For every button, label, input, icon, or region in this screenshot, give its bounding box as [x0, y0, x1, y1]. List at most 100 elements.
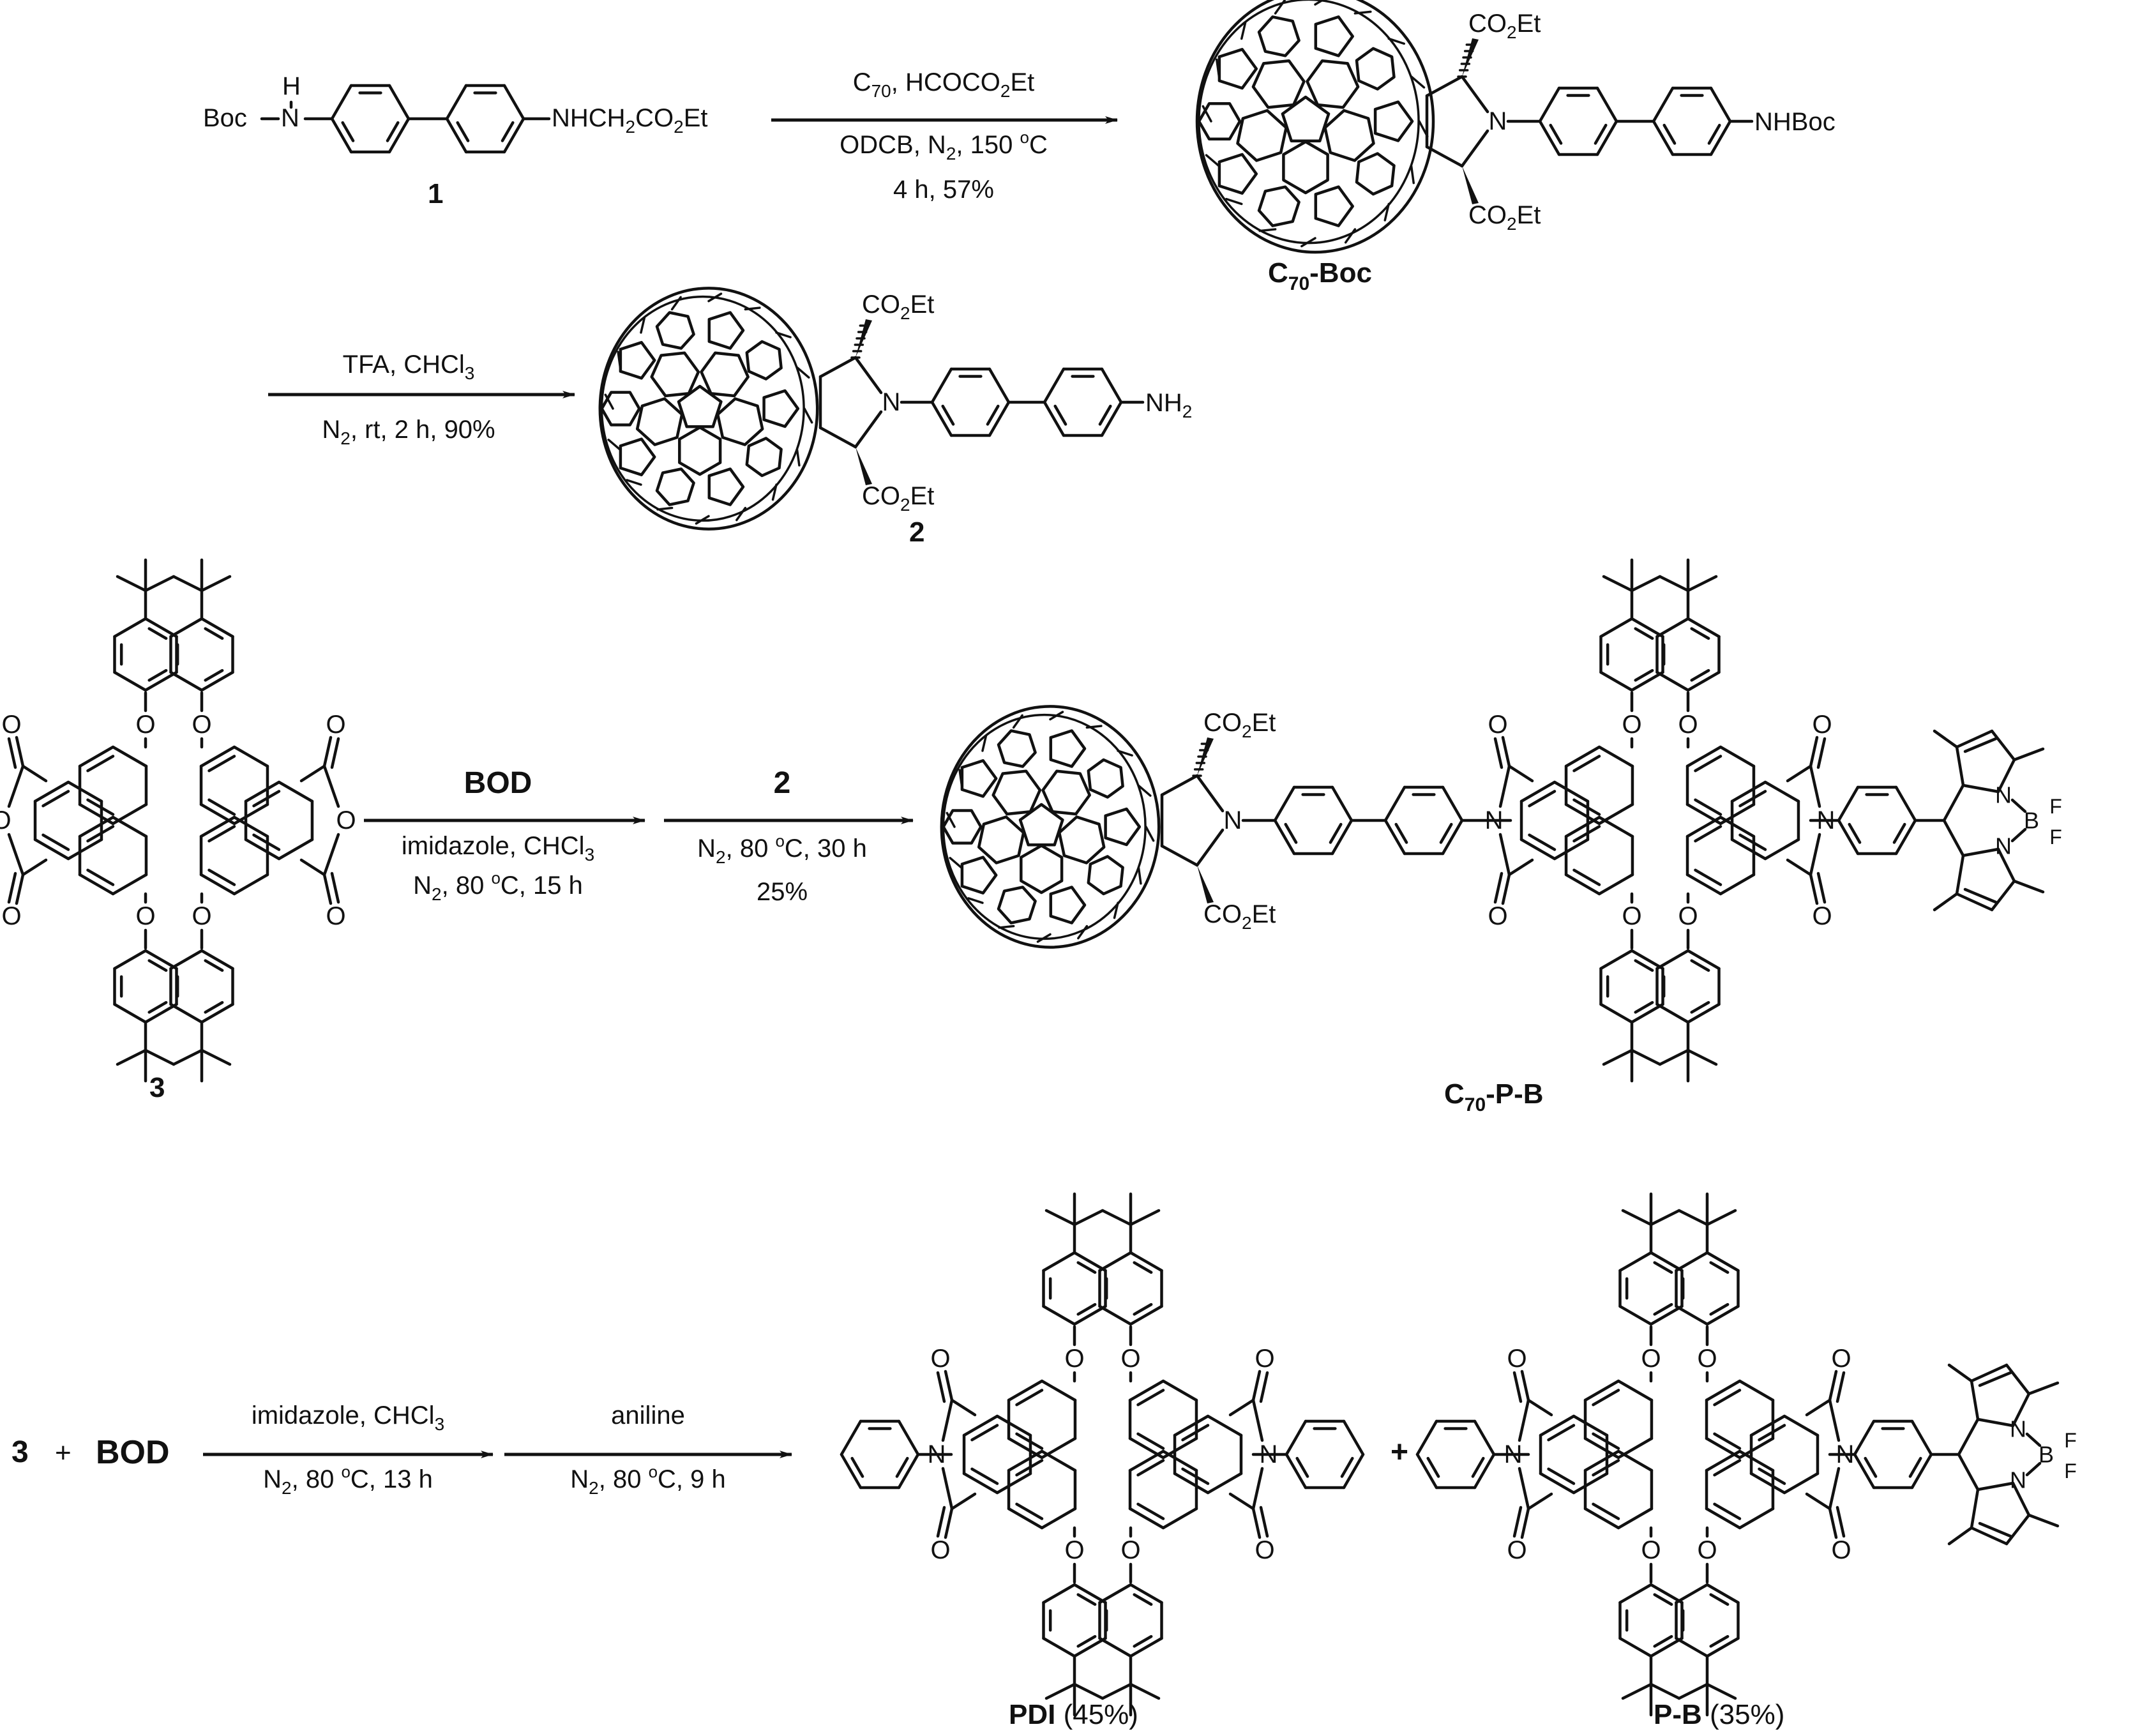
compound-1: Boc N H NHCH2CO2Et 1 — [203, 72, 708, 209]
phenoxy-ring — [1618, 1251, 1684, 1326]
ester-co2et-top: CO2Et — [1468, 10, 1541, 42]
ether-oxygen-label: O — [1697, 1345, 1717, 1373]
benzene-ring — [1383, 785, 1464, 856]
plus-sign-2: + — [1391, 1435, 1408, 1469]
reactants-row-4: 3 + BOD — [11, 1434, 170, 1471]
arrow-2-reagents: TFA, CHCl3 — [343, 351, 475, 383]
carbonyl-oxygen-label: O — [1507, 1536, 1527, 1564]
benzene-ring — [840, 1419, 920, 1490]
anhydride-oxygen-label: O — [336, 806, 356, 834]
arrow-4-conditions: N2, 80 oC, 30 h — [697, 831, 867, 867]
ether-oxygen-label: O — [1064, 1536, 1084, 1564]
ester-co2et-top: CO2Et — [1203, 709, 1276, 741]
arrow-5: imidazole, CHCl3 N2, 80 oC, 13 h — [203, 1401, 494, 1498]
phenoxy-ring — [1618, 1583, 1684, 1658]
plus-sign-1: + — [55, 1437, 72, 1468]
ester-co2et-bottom: CO2Et — [862, 482, 934, 515]
imide-n-label: N — [928, 1440, 946, 1468]
arrow-5-reagents: imidazole, CHCl3 — [252, 1401, 444, 1434]
reactant-3: 3 — [11, 1435, 29, 1469]
phenoxy-ring — [1042, 1583, 1107, 1658]
carbonyl-oxygen-label: O — [1255, 1536, 1274, 1564]
phenoxy-ring — [1098, 1583, 1163, 1658]
fluorine-label: F — [2049, 826, 2062, 849]
benzene-ring — [930, 367, 1011, 437]
ether-oxygen-label: O — [1622, 902, 1641, 930]
carbonyl-oxygen-label: O — [1488, 902, 1507, 930]
ether-oxygen-label: O — [1120, 1536, 1140, 1564]
arrow-3-temp-time: N2, 80 oC, 15 h — [413, 868, 583, 904]
carbonyl-oxygen-label: O — [1812, 902, 1832, 930]
phenoxy-ring — [113, 617, 178, 692]
phenoxy-ring — [1675, 1583, 1740, 1658]
arrow-3: BOD imidazole, CHCl3 N2, 80 oC, 15 h — [364, 766, 645, 904]
ether-oxygen-label: O — [1678, 711, 1698, 739]
compound-label-c70-p-b: C70-P-B — [1444, 1078, 1544, 1115]
phenoxy-ring — [1675, 1251, 1740, 1326]
c70-fullerene — [1195, 0, 1435, 254]
anhydride-oxygen-label: O — [0, 806, 11, 834]
compound-label-3: 3 — [149, 1072, 165, 1103]
ether-oxygen-label: O — [1120, 1345, 1140, 1373]
benzene-ring — [330, 84, 411, 154]
bodipy-n-label: N — [1995, 833, 2012, 859]
arrow-4: 2 N2, 80 oC, 30 h 25% — [664, 766, 914, 906]
ether-oxygen-label: O — [1678, 902, 1698, 930]
carbonyl-oxygen-label: O — [1488, 711, 1507, 739]
bodipy-n-label: N — [2010, 1467, 2026, 1493]
carbonyl-oxygen-label: O — [1507, 1345, 1527, 1373]
ether-oxygen-label: O — [1622, 711, 1641, 739]
bodipy-n-label: N — [1995, 782, 2012, 808]
carbonyl-oxygen-label: O — [326, 902, 345, 930]
ether-oxygen-label: O — [1064, 1345, 1084, 1373]
nh-n-label: N — [281, 104, 299, 132]
imide-n-label: N — [1504, 1440, 1523, 1468]
phenoxy-ring — [113, 949, 178, 1024]
arrow-3-reagent-bod: BOD — [464, 766, 532, 800]
benzene-ring — [1285, 1419, 1365, 1490]
benzene-ring — [1415, 1419, 1496, 1490]
boc-label: Boc — [203, 104, 247, 132]
carbonyl-oxygen-label: O — [1831, 1345, 1851, 1373]
ether-oxygen-label: O — [1641, 1536, 1661, 1564]
arrow-1-reagents: C70, HCOCO2Et — [853, 68, 1035, 101]
nh2-label: NH2 — [1145, 389, 1192, 421]
imide-n-label: N — [1485, 806, 1504, 834]
pyrrolidine-n-label: N — [1489, 107, 1507, 135]
phenoxy-ring — [1655, 617, 1721, 692]
fluorine-label: F — [2049, 795, 2062, 818]
carbonyl-oxygen-label: O — [326, 711, 345, 739]
benzene-ring — [1652, 86, 1732, 156]
arrow-6-reagent: aniline — [611, 1401, 685, 1430]
phenoxy-ring — [1599, 949, 1664, 1024]
fluorine-label: F — [2064, 1460, 2077, 1483]
benzene-ring — [1837, 785, 1917, 856]
compound-label-pdi: PDI (45%) — [1009, 1699, 1138, 1730]
reactant-bod: BOD — [96, 1434, 170, 1471]
ester-co2et-bottom: CO2Et — [1203, 900, 1276, 933]
ester-co2et-bottom: CO2Et — [1468, 201, 1541, 234]
ether-oxygen-label: O — [192, 711, 211, 739]
arrow-1-time-yield: 4 h, 57% — [893, 176, 994, 204]
benzene-ring — [1273, 785, 1353, 856]
arrow-6-conditions: N2, 80 oC, 9 h — [570, 1462, 726, 1498]
benzene-ring — [1853, 1419, 1933, 1490]
arrow-6: aniline N2, 80 oC, 9 h — [504, 1401, 792, 1498]
carbonyl-oxygen-label: O — [930, 1536, 950, 1564]
compound-label-2: 2 — [909, 517, 924, 548]
ether-oxygen-label: O — [192, 902, 211, 930]
carbonyl-oxygen-label: O — [1, 711, 21, 739]
benzene-ring — [1538, 86, 1618, 156]
arrow-2: TFA, CHCl3 N2, rt, 2 h, 90% — [268, 351, 575, 448]
arrow-4-reagent-2: 2 — [774, 766, 791, 800]
